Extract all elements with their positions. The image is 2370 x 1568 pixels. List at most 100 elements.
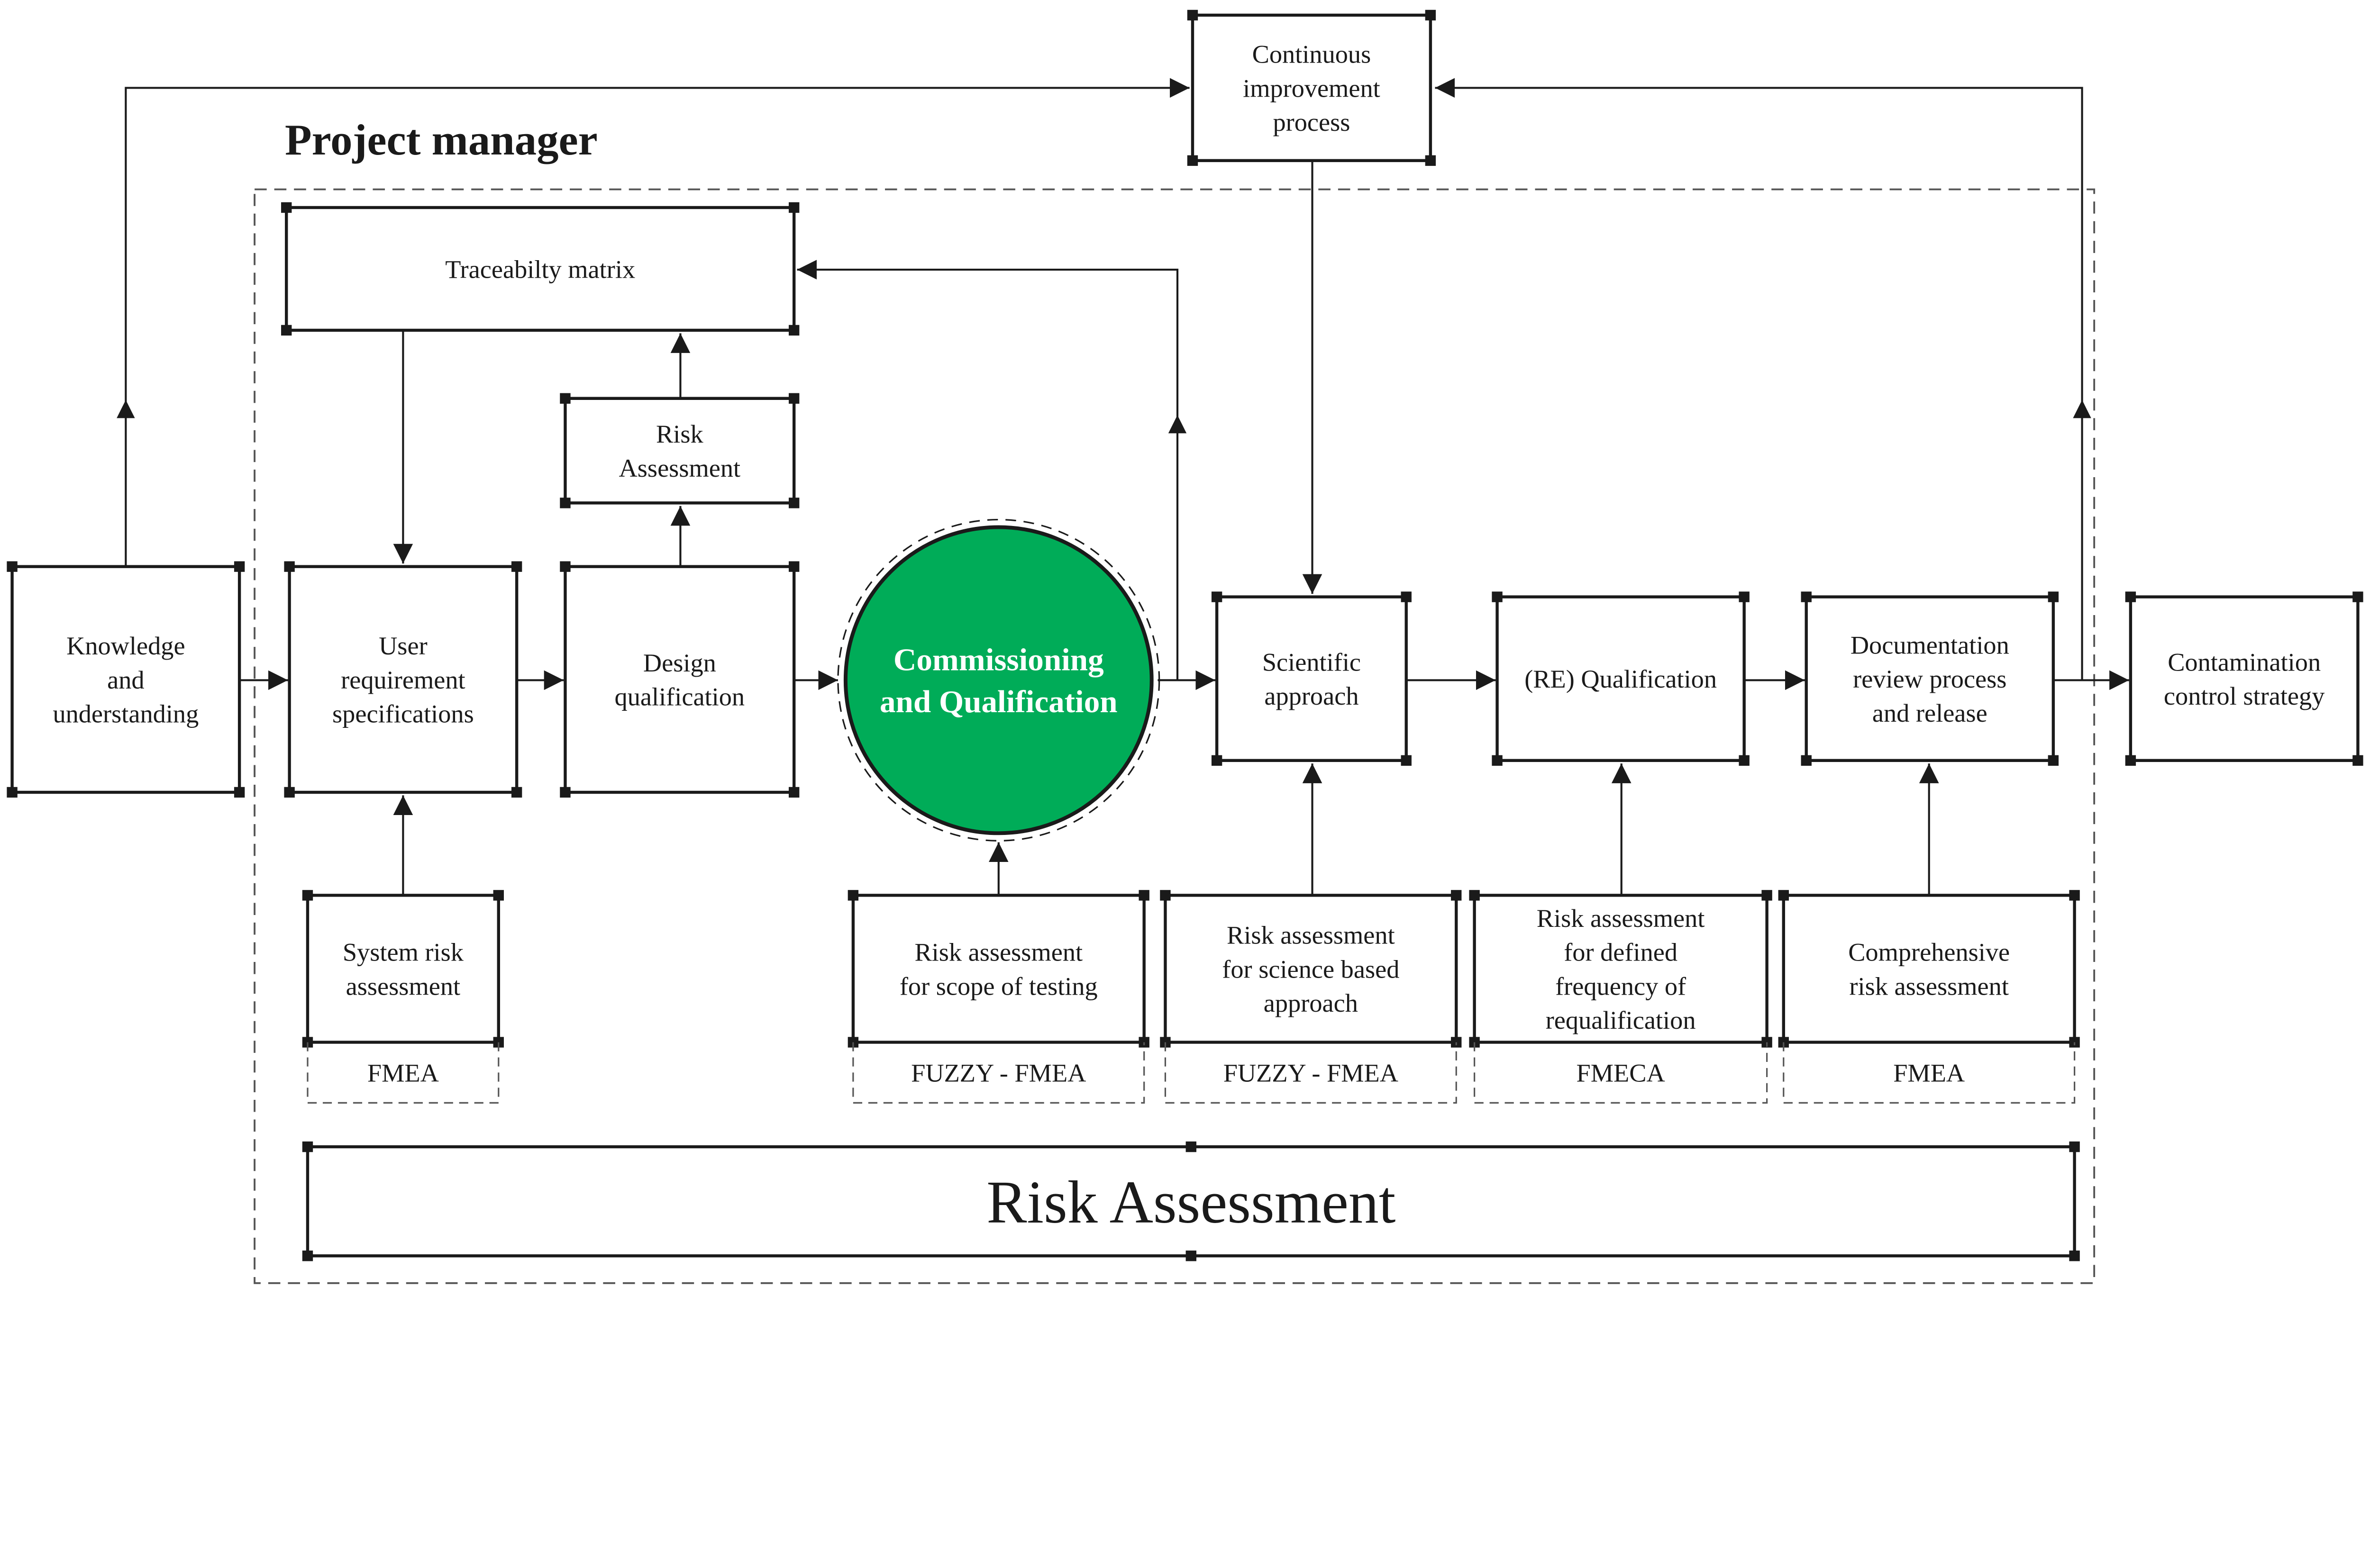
science-risk-label: for science based bbox=[1222, 955, 1399, 983]
corner-handle-icon bbox=[1801, 755, 1812, 766]
science-risk-box: FUZZY - FMEA bbox=[1160, 890, 1462, 1104]
corner-handle-icon bbox=[284, 561, 295, 572]
comprehensive-box: FMEA bbox=[1778, 890, 2080, 1104]
box-frame bbox=[1495, 595, 1746, 762]
design-label: qualification bbox=[615, 683, 745, 711]
method-box bbox=[307, 1042, 500, 1104]
contamination-label: control strategy bbox=[2164, 682, 2324, 710]
freq-risk-label: Risk assessment bbox=[1537, 904, 1705, 933]
right-loop-to-continuous-arrow bbox=[1435, 78, 2083, 680]
corner-handle-icon bbox=[1185, 1251, 1196, 1261]
scientific-label: approach bbox=[1264, 682, 1358, 710]
box-frame bbox=[851, 894, 1146, 1044]
requal-label: (RE) Qualification bbox=[1524, 665, 1717, 693]
corner-handle-icon bbox=[493, 890, 504, 901]
box-frame bbox=[10, 565, 241, 794]
corner-handle-icon bbox=[1211, 591, 1222, 602]
corner-handle-icon bbox=[1160, 890, 1171, 901]
box-frame bbox=[564, 397, 796, 505]
corner-handle-icon bbox=[2125, 755, 2136, 766]
knowledge-label: Knowledge bbox=[66, 632, 185, 660]
scope-risk-label: for scope of testing bbox=[900, 972, 1098, 1000]
scientific-label: Scientific bbox=[1262, 648, 1361, 676]
continuous-box bbox=[1187, 9, 1436, 166]
comprehensive-label: Comprehensive bbox=[1848, 938, 2010, 967]
box-frame bbox=[1473, 894, 1768, 1044]
knowledge-box bbox=[7, 561, 245, 798]
contamination-label: Contamination bbox=[2168, 648, 2321, 676]
corner-handle-icon bbox=[281, 202, 292, 213]
circle-fill bbox=[843, 525, 1154, 835]
box-frame bbox=[306, 894, 500, 1044]
documentation-label: and release bbox=[1872, 699, 1987, 727]
project-manager-boundary bbox=[254, 188, 2096, 1284]
freq-risk-label: frequency of bbox=[1555, 972, 1686, 1000]
box-frame bbox=[1805, 595, 2055, 762]
urs-label: User bbox=[379, 632, 428, 660]
corner-handle-icon bbox=[1451, 890, 1462, 901]
risk-bottom-label: Risk Assessment bbox=[986, 1169, 1395, 1236]
corner-handle-icon bbox=[7, 561, 18, 572]
comprehensive-label: risk assessment bbox=[1849, 972, 2009, 1000]
corner-handle-icon bbox=[1492, 755, 1503, 766]
system-risk-box: FMEA bbox=[302, 890, 504, 1104]
corner-handle-icon bbox=[789, 393, 800, 404]
traceability-box bbox=[281, 202, 800, 336]
circle-dashed-ring bbox=[837, 518, 1160, 842]
box-frame bbox=[1215, 595, 1408, 762]
corner-handle-icon bbox=[2125, 591, 2136, 602]
corner-handle-icon bbox=[2069, 1141, 2080, 1152]
corner-handle-icon bbox=[560, 393, 571, 404]
corner-handle-icon bbox=[789, 325, 800, 336]
science-risk-label: Risk assessment bbox=[1227, 921, 1395, 950]
risk-bottom-box bbox=[302, 1141, 2080, 1261]
urs-label: specifications bbox=[332, 700, 474, 728]
system-risk-label: System risk bbox=[343, 938, 464, 967]
corner-handle-icon bbox=[1185, 1141, 1196, 1152]
corner-handle-icon bbox=[1492, 591, 1503, 602]
documentation-label: review process bbox=[1853, 665, 2006, 693]
cq-label: Commissioning bbox=[893, 642, 1104, 678]
risk-small-label: Assessment bbox=[619, 454, 741, 482]
corner-handle-icon bbox=[302, 1141, 313, 1152]
freq-risk-label: requalification bbox=[1546, 1006, 1696, 1034]
urs-box bbox=[284, 561, 522, 798]
box-frame bbox=[306, 1145, 2076, 1258]
system-risk-label: assessment bbox=[346, 972, 460, 1000]
box-frame bbox=[1164, 894, 1458, 1044]
contamination-box bbox=[2125, 591, 2363, 766]
science-risk-label: approach bbox=[1264, 989, 1358, 1017]
freq-risk-method: FMECA bbox=[1577, 1059, 1665, 1088]
corner-handle-icon bbox=[1401, 591, 1412, 602]
corner-handle-icon bbox=[560, 561, 571, 572]
system-risk-method: FMEA bbox=[367, 1059, 439, 1088]
comprehensive-method: FMEA bbox=[1893, 1059, 1965, 1088]
corner-handle-icon bbox=[1401, 755, 1412, 766]
corner-handle-icon bbox=[1187, 9, 1198, 21]
cq-label: and Qualification bbox=[880, 684, 1118, 719]
method-box bbox=[1164, 1042, 1457, 1104]
corner-handle-icon bbox=[2352, 591, 2363, 602]
design-label: Design bbox=[643, 649, 716, 677]
corner-handle-icon bbox=[1801, 591, 1812, 602]
corner-handle-icon bbox=[1739, 591, 1750, 602]
node-layer: ContinuousimprovementprocessTraceabilty … bbox=[7, 9, 2363, 1261]
corner-handle-icon bbox=[1761, 890, 1772, 901]
scientific-box bbox=[1211, 591, 1412, 766]
risk-small-label: Risk bbox=[656, 420, 703, 448]
corner-handle-icon bbox=[302, 1251, 313, 1261]
corner-handle-icon bbox=[560, 498, 571, 508]
urs-label: requirement bbox=[341, 666, 465, 694]
corner-handle-icon bbox=[2048, 755, 2059, 766]
corner-handle-icon bbox=[284, 787, 295, 798]
documentation-box bbox=[1801, 591, 2059, 766]
box-frame bbox=[288, 565, 519, 794]
corner-handle-icon bbox=[302, 890, 313, 901]
corner-handle-icon bbox=[789, 202, 800, 213]
continuous-label: Continuous bbox=[1252, 40, 1371, 69]
corner-handle-icon bbox=[234, 561, 245, 572]
corner-handle-icon bbox=[1187, 155, 1198, 166]
corner-handle-icon bbox=[1425, 9, 1436, 21]
method-box bbox=[1474, 1042, 1768, 1104]
corner-handle-icon bbox=[234, 787, 245, 798]
